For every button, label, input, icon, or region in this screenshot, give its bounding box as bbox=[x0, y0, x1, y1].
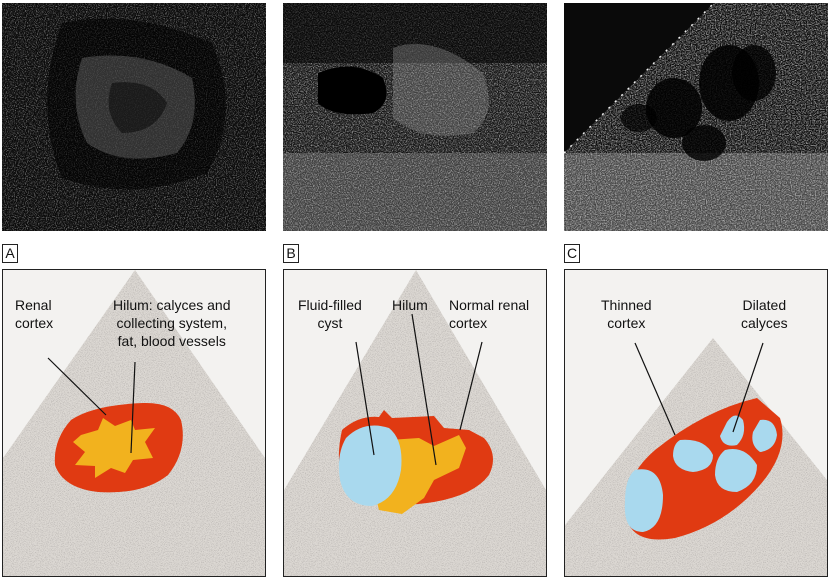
diagram-panel-b: Fluid-filled cyst Hilum Normal renal cor… bbox=[283, 269, 547, 577]
panel-label-a: A bbox=[2, 244, 18, 263]
dilated-calyx-3 bbox=[720, 415, 745, 446]
fluid-cyst-region bbox=[338, 425, 402, 506]
hilum-label-a: Hilum: calyces and collecting system, fa… bbox=[113, 297, 231, 349]
hilum-region bbox=[73, 418, 155, 478]
dilated-calyx-4 bbox=[752, 419, 777, 452]
ultrasound-fan-b bbox=[284, 270, 546, 576]
thinned-cortex-label: Thinned cortex bbox=[601, 297, 652, 331]
cyst-label: Fluid-filled cyst bbox=[298, 297, 362, 331]
dilated-calyx-2 bbox=[673, 439, 713, 472]
panel-label-b: B bbox=[283, 244, 299, 263]
panel-label-c: C bbox=[564, 244, 580, 263]
normal-cortex-label: Normal renal cortex bbox=[449, 297, 530, 331]
dilated-calyces-label: Dilated calyces bbox=[741, 297, 788, 331]
hilum-label-b: Hilum bbox=[392, 297, 428, 313]
dilated-calyx-5 bbox=[715, 449, 757, 492]
dilated-calyx-1 bbox=[624, 469, 663, 532]
ultrasound-image-b bbox=[283, 3, 547, 231]
ultrasound-image-c bbox=[564, 3, 828, 231]
diagram-panel-c: Thinned cortex Dilated calyces bbox=[564, 269, 828, 577]
ultrasound-image-a bbox=[2, 3, 266, 231]
diagram-panel-a: Renal cortex Hilum: calyces and collecti… bbox=[2, 269, 266, 577]
renal-cortex-label: Renal cortex bbox=[15, 297, 54, 331]
